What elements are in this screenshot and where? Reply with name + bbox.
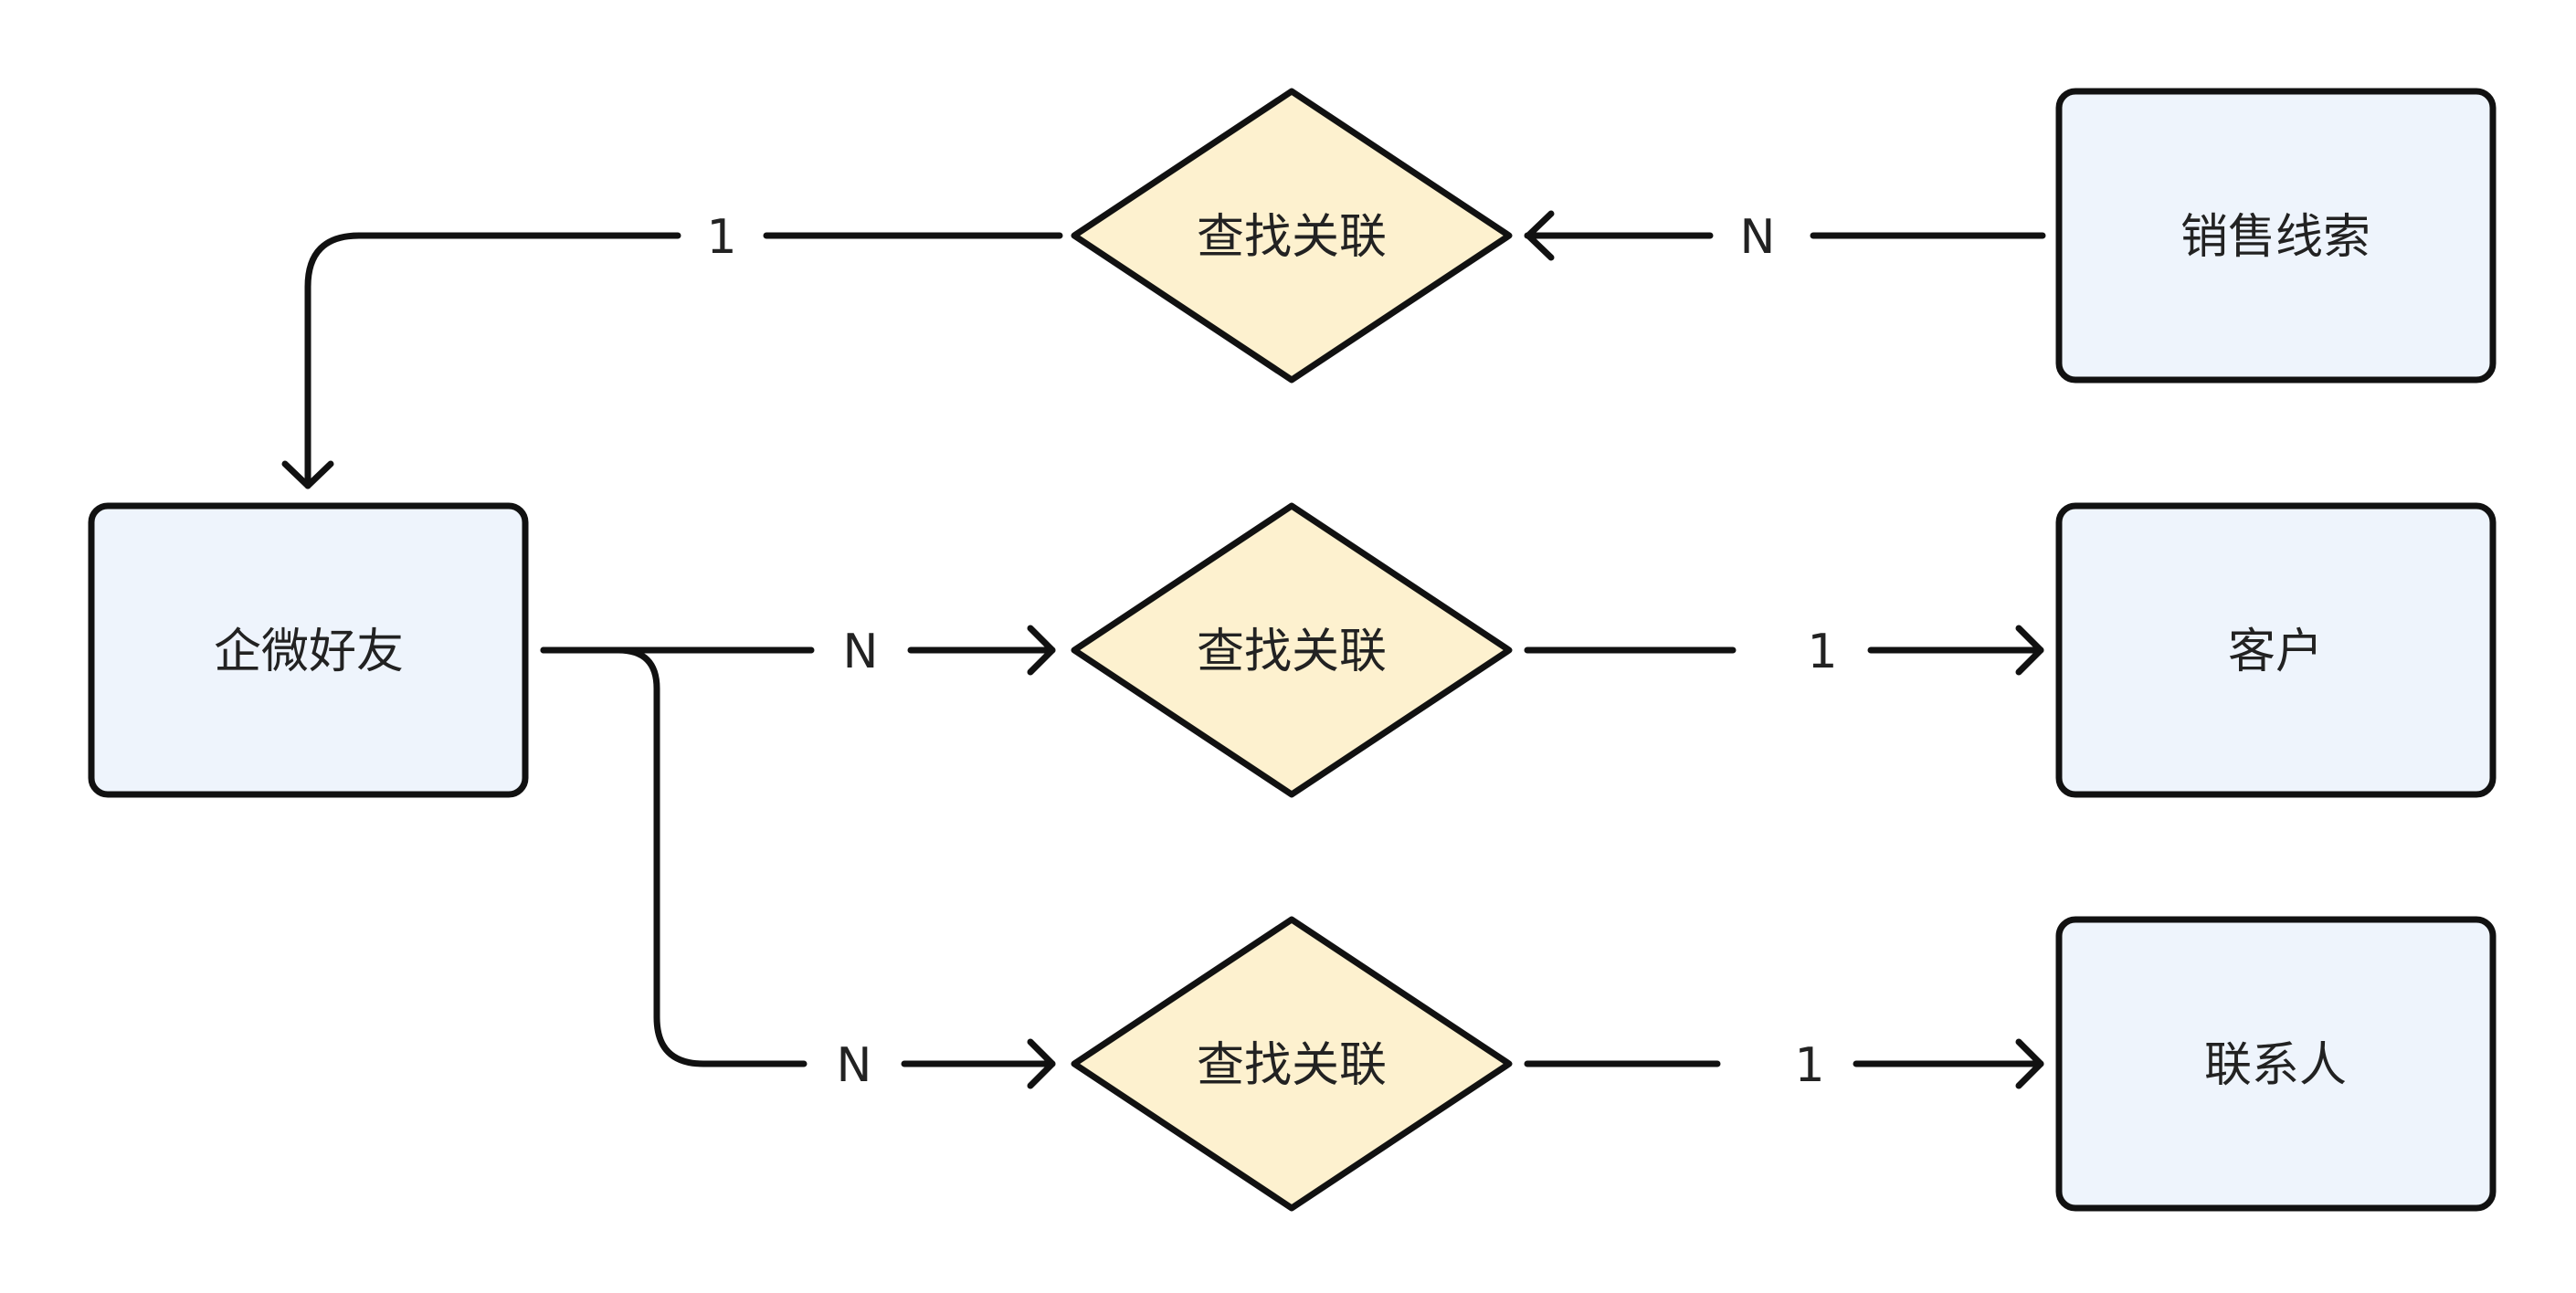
entity-box-customer <box>2055 502 2497 798</box>
arrowhead-to-middle-relation <box>1027 625 1056 676</box>
relation-top <box>1071 88 1513 384</box>
relation-label-middle: 查找关联 <box>1197 625 1387 679</box>
cardinality-bottom-left: N <box>837 1038 872 1093</box>
entity-label-friend: 企微好友 <box>214 625 404 679</box>
cardinality-middle-right: 1 <box>1807 625 1837 679</box>
edge-top-left-elbow <box>304 232 681 489</box>
arrowhead-to-top-relation <box>1525 210 1555 261</box>
cardinality-bottom-right: 1 <box>1794 1038 1824 1093</box>
arrowhead-to-friend <box>281 460 334 489</box>
arrowhead-to-customer <box>2015 625 2044 676</box>
entity-label-lead: 销售线索 <box>2180 210 2370 265</box>
edge-bottom-left <box>540 646 808 1067</box>
entity-label-contact: 联系人 <box>2204 1038 2347 1093</box>
relation-label-top: 查找关联 <box>1197 210 1387 265</box>
cardinality-top-right: N <box>1740 210 1776 265</box>
entity-box-lead <box>2055 88 2497 384</box>
entity-box-contact <box>2055 916 2497 1212</box>
relation-middle <box>1071 502 1513 798</box>
cardinality-middle-left: N <box>843 625 879 679</box>
entity-box-friend <box>88 502 529 798</box>
relation-bottom <box>1071 916 1513 1212</box>
entity-label-customer: 客户 <box>2228 625 2323 679</box>
arrowhead-to-contact <box>2015 1038 2044 1089</box>
relation-label-bottom: 查找关联 <box>1197 1038 1387 1093</box>
cardinality-top-left: 1 <box>706 210 736 265</box>
arrowhead-to-bottom-relation <box>1027 1038 1056 1089</box>
